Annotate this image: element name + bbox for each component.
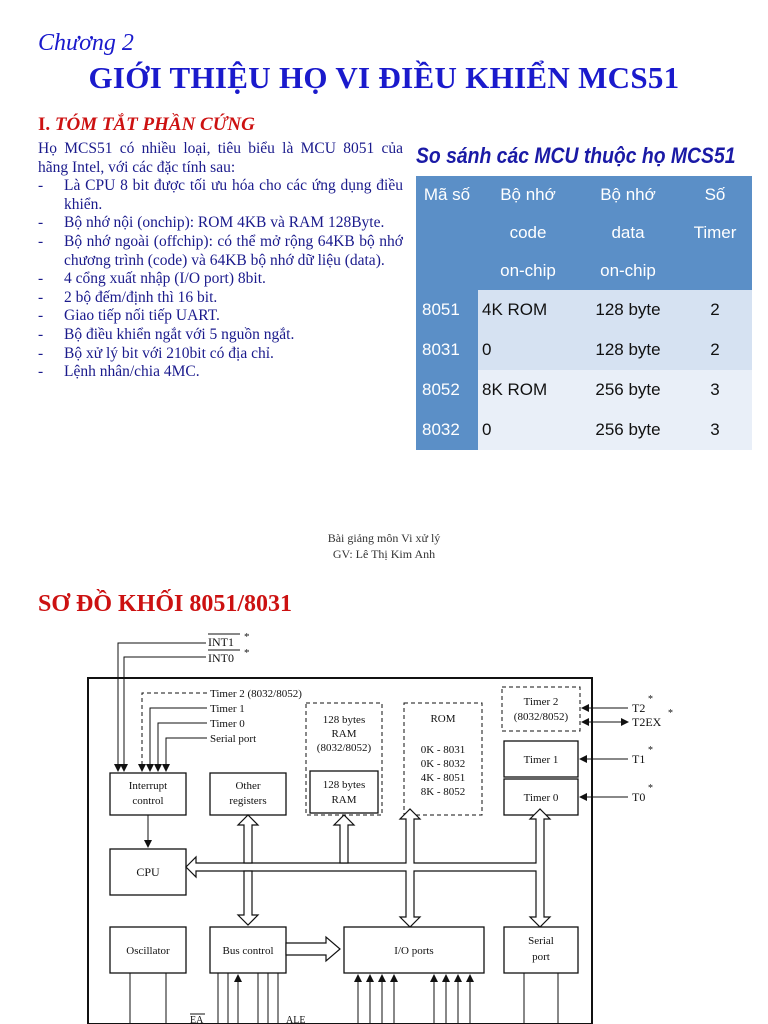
footer-course: Bài giảng môn Vi xử lý <box>327 531 441 545</box>
comparison-title: So sánh các MCU thuộc họ MCS51 <box>416 143 736 168</box>
ea-label: EA <box>190 1015 204 1024</box>
header-code: Mã số <box>416 176 478 290</box>
svg-text:control: control <box>132 795 163 807</box>
svg-text:Timer 2 (8032/8052): Timer 2 (8032/8052) <box>210 688 302 700</box>
svg-text:Timer 0: Timer 0 <box>524 792 559 804</box>
svg-text:8K - 8052: 8K - 8052 <box>421 786 466 798</box>
bus-control-block: Bus control <box>209 926 287 974</box>
svg-text:RAM: RAM <box>331 794 356 806</box>
timer-pins: T2 * T2EX * T1 * T0 * <box>579 694 673 804</box>
section-heading: I. TÓM TẮT PHẦN CỨNG <box>38 114 255 136</box>
svg-text:128 bytes: 128 bytes <box>323 779 365 791</box>
svg-text:Bus control: Bus control <box>222 945 273 957</box>
svg-text:0K - 8031: 0K - 8031 <box>421 744 466 756</box>
svg-text:ROM: ROM <box>430 713 455 725</box>
block-diagram: INT1 * INT0 * Timer 2 (8032/8052) Timer … <box>87 631 673 1024</box>
list-item: -Bộ xử lý bit với 210bit có địa chỉ. <box>38 344 274 362</box>
svg-text:Other: Other <box>235 780 260 792</box>
interrupt-sources: Timer 2 (8032/8052) Timer 1 Timer 0 Seri… <box>138 688 302 772</box>
block-diagram-title: SƠ ĐỒ KHỐI 8051/8031 <box>38 591 293 617</box>
svg-text:*: * <box>648 694 653 705</box>
list-item: -Bộ điều khiển ngắt với 5 nguồn ngắt. <box>38 325 295 343</box>
list-item: -Lệnh nhân/chia 4MC. <box>38 363 200 381</box>
rom-block: ROM 0K - 8031 0K - 8032 4K - 8051 8K - 8… <box>403 702 483 816</box>
intro-lead: Họ MCS51 có nhiều loại, tiêu biểu là MCU… <box>38 140 403 176</box>
svg-text:4K - 8051: 4K - 8051 <box>421 772 466 784</box>
svg-text:T0: T0 <box>632 790 645 804</box>
svg-text:Oscillator: Oscillator <box>126 945 170 957</box>
timer-blocks: Timer 2 (8032/8052) Timer 1 Timer 0 <box>501 686 581 816</box>
svg-text:*: * <box>244 631 250 643</box>
svg-text:Timer 1: Timer 1 <box>210 703 245 715</box>
list-item: -Bộ nhớ ngoài (offchip): có thể mở rộng … <box>38 232 403 269</box>
svg-text:port: port <box>532 951 550 963</box>
ram-block: 128 bytes RAM (8032/8052) 128 bytes RAM <box>305 702 383 816</box>
svg-text:128 bytes: 128 bytes <box>323 714 365 726</box>
svg-text:Interrupt: Interrupt <box>129 780 167 792</box>
table-row: 8031 0 128 byte 2 <box>416 330 752 370</box>
list-item: -2 bộ đếm/định thì 16 bit. <box>38 288 218 306</box>
svg-text:0K - 8032: 0K - 8032 <box>421 758 466 770</box>
svg-text:T2: T2 <box>632 701 645 715</box>
svg-text:Timer 2: Timer 2 <box>524 696 559 708</box>
other-registers-block: Other registers <box>209 772 287 816</box>
interrupt-control-block: Interrupt control <box>109 772 187 816</box>
page-title: GIỚI THIỆU HỌ VI ĐIỀU KHIỂN MCS51 <box>88 60 680 95</box>
svg-text:CPU: CPU <box>136 865 160 879</box>
table-row: 8051 4K ROM 128 byte 2 <box>416 290 752 330</box>
cpu-block: CPU <box>109 815 187 896</box>
svg-text:(8032/8052): (8032/8052) <box>317 742 372 754</box>
chip-outline <box>87 677 593 1024</box>
internal-bus <box>185 808 552 928</box>
table-row: 8052 8K ROM 256 byte 3 <box>416 370 752 410</box>
interrupt-inputs: INT1 * INT0 * <box>114 631 250 772</box>
list-item: -4 cổng xuất nhập (I/O port) 8bit. <box>38 270 266 288</box>
svg-text:(8032/8052): (8032/8052) <box>514 711 569 723</box>
svg-text:Timer 1: Timer 1 <box>524 754 559 766</box>
ale-label: ALE <box>286 1015 305 1024</box>
int0-label: INT0 <box>208 651 234 665</box>
page-footer: Bài giảng môn Vi xử lý GV: Lê Thị Kim An… <box>0 530 768 562</box>
section-number: I. <box>38 114 51 135</box>
svg-text:*: * <box>648 783 653 794</box>
list-item: -Bộ nhớ nội (onchip): ROM 4KB và RAM 128… <box>38 214 385 232</box>
svg-text:*: * <box>244 647 250 659</box>
svg-text:I/O ports: I/O ports <box>394 945 433 957</box>
int1-label: INT1 <box>208 635 234 649</box>
chapter-label: Chương 2 <box>38 30 134 56</box>
svg-text:T2EX: T2EX <box>632 715 662 729</box>
svg-text:RAM: RAM <box>331 728 356 740</box>
io-ports-block: I/O ports <box>285 926 485 974</box>
svg-text:Serial: Serial <box>528 935 554 947</box>
svg-text:Serial port: Serial port <box>210 733 256 745</box>
svg-text:Timer 0: Timer 0 <box>210 718 245 730</box>
serial-port-block: Serial port <box>503 926 579 974</box>
list-item: -Là CPU 8 bit được tối ưu hóa cho các ứn… <box>38 177 403 213</box>
section-title: TÓM TẮT PHẦN CỨNG <box>54 114 255 135</box>
oscillator-block: Oscillator <box>109 926 187 974</box>
footer-author: GV: Lê Thị Kim Anh <box>332 547 436 561</box>
bottom-pins <box>129 973 559 1024</box>
table-row: 8032 0 256 byte 3 <box>416 410 752 450</box>
svg-text:*: * <box>668 708 673 719</box>
svg-text:T1: T1 <box>632 752 645 766</box>
svg-text:*: * <box>648 745 653 756</box>
svg-text:registers: registers <box>229 795 266 807</box>
list-item: -Giao tiếp nối tiếp UART. <box>38 307 220 325</box>
feature-list: Họ MCS51 có nhiều loại, tiêu biểu là MCU… <box>38 140 403 382</box>
